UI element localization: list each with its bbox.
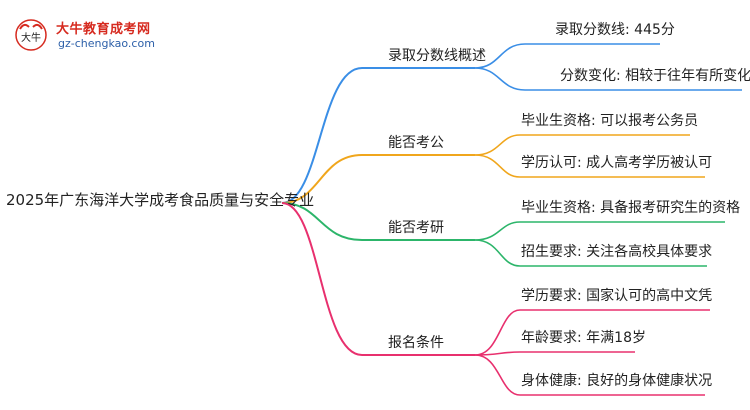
branch-4-leaf-1[interactable]: 学历要求: 国家认可的高中文凭 bbox=[521, 288, 713, 304]
connector-branch-4-to-leaf-3 bbox=[474, 354, 705, 396]
connector-branch-1-to-leaf-2 bbox=[474, 67, 742, 91]
connector-branch-4-to-leaf-2 bbox=[474, 351, 635, 356]
branch-1-leaf-1[interactable]: 录取分数线: 445分 bbox=[555, 22, 675, 38]
branch-2-leaf-1[interactable]: 毕业生资格: 可以报考公务员 bbox=[521, 113, 699, 129]
connector-branch-3-to-leaf-2 bbox=[474, 239, 707, 267]
logo-title: 大牛教育成考网 bbox=[56, 22, 151, 37]
branch-3-label[interactable]: 能否考研 bbox=[388, 220, 444, 236]
branch-1-label[interactable]: 录取分数线概述 bbox=[388, 48, 486, 64]
branch-3-leaf-2[interactable]: 招生要求: 关注各高校具体要求 bbox=[521, 244, 713, 260]
site-logo[interactable]: 大牛 大牛教育成考网 gz-chengkao.com bbox=[14, 18, 214, 54]
branch-2-label[interactable]: 能否考公 bbox=[388, 135, 444, 151]
connector-root-to-branch-2 bbox=[281, 154, 475, 204]
branch-1-leaf-2[interactable]: 分数变化: 相较于往年有所变化 bbox=[560, 68, 750, 84]
branch-2-leaf-2[interactable]: 学历认可: 成人高考学历被认可 bbox=[521, 155, 713, 171]
connector-branch-2-to-leaf-1 bbox=[474, 134, 690, 156]
connector-branch-2-to-leaf-2 bbox=[474, 154, 705, 178]
logo-url: gz-chengkao.com bbox=[58, 37, 155, 50]
connector-root-to-branch-3 bbox=[281, 202, 475, 241]
branch-4-leaf-2[interactable]: 年龄要求: 年满18岁 bbox=[521, 330, 646, 346]
logo-mark-text: 大牛 bbox=[21, 31, 41, 44]
bull-logo-icon: 大牛 bbox=[15, 19, 47, 51]
connector-branch-4-to-leaf-1 bbox=[474, 309, 710, 356]
root-topic[interactable]: 2025年广东海洋大学成考食品质量与安全专业 bbox=[6, 191, 315, 209]
connector-root-to-branch-1 bbox=[281, 67, 475, 204]
branch-4-leaf-3[interactable]: 身体健康: 良好的身体健康状况 bbox=[521, 373, 713, 389]
connector-branch-1-to-leaf-1 bbox=[474, 43, 660, 69]
connector-root-to-branch-4 bbox=[281, 202, 475, 356]
branch-3-leaf-1[interactable]: 毕业生资格: 具备报考研究生的资格 bbox=[521, 200, 741, 216]
branch-4-label[interactable]: 报名条件 bbox=[388, 335, 444, 351]
connector-branch-3-to-leaf-1 bbox=[474, 221, 725, 241]
